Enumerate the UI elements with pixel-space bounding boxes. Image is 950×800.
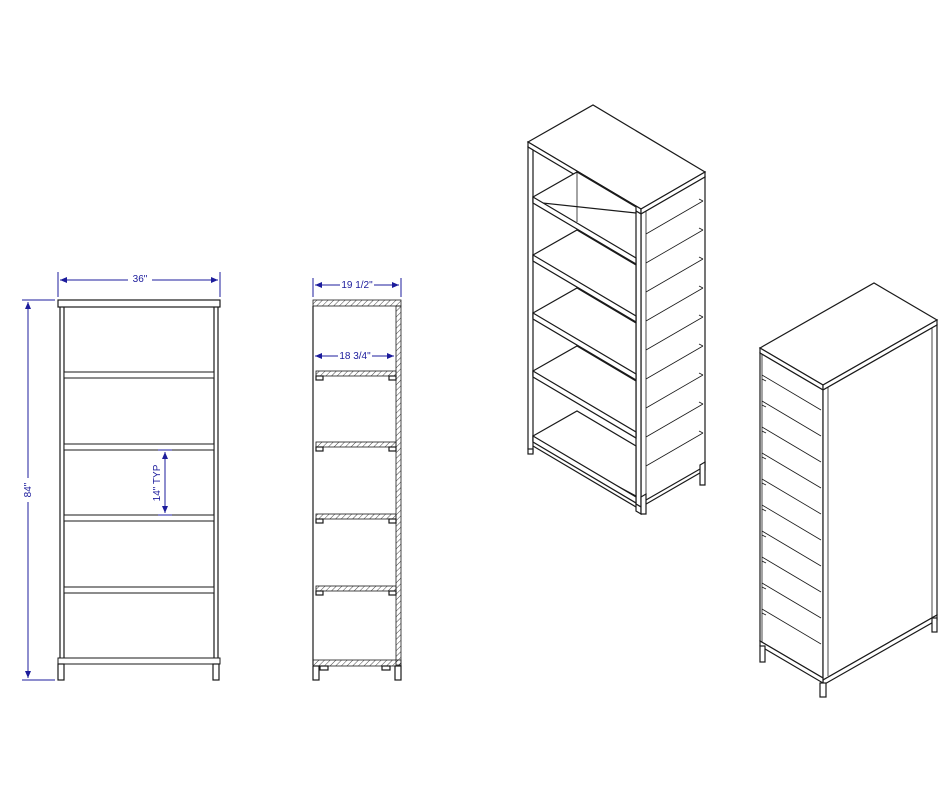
front-base bbox=[57, 657, 221, 665]
side-slats bbox=[645, 198, 704, 467]
side-depth-outer-dimension: 19 1/2" bbox=[312, 278, 402, 297]
iso-leg bbox=[527, 448, 534, 455]
shelf-spacing-dimension: 14" TYP bbox=[152, 449, 172, 516]
side-depth-inner-label: 18 3/4" bbox=[339, 351, 371, 362]
front-leg bbox=[57, 663, 65, 681]
side-back-panel bbox=[395, 305, 402, 666]
side-section: 19 1/2" 18 3/4" bbox=[312, 278, 402, 681]
front-width-dimension: 36" bbox=[57, 272, 221, 297]
height-label: 84" bbox=[23, 482, 34, 497]
isometric-view-back bbox=[758, 282, 939, 698]
front-width-label: 36" bbox=[133, 274, 148, 285]
front-shelf bbox=[63, 586, 215, 594]
side-leg bbox=[394, 665, 402, 681]
side-shelves bbox=[315, 370, 397, 596]
iso-back-leg bbox=[759, 645, 766, 663]
side-depth-inner-dimension: 18 3/4" bbox=[315, 349, 394, 362]
front-top-slab bbox=[57, 299, 221, 308]
back-slats bbox=[761, 374, 822, 645]
iso-leg bbox=[640, 492, 647, 515]
iso-shelves bbox=[532, 171, 637, 505]
side-depth-outer-label: 19 1/2" bbox=[341, 280, 373, 291]
front-shelf bbox=[63, 443, 215, 451]
iso-back-leg bbox=[819, 682, 827, 698]
height-dimension: 84" bbox=[22, 299, 55, 681]
front-shelf bbox=[63, 514, 215, 522]
front-elevation: 36" 84" 14" TYP bbox=[22, 272, 221, 681]
side-leg bbox=[312, 665, 320, 681]
iso-leg bbox=[699, 460, 706, 486]
iso-back-leg bbox=[931, 617, 938, 633]
front-shelf bbox=[63, 371, 215, 379]
side-top-slab bbox=[312, 299, 402, 307]
shelf-spacing-label: 14" TYP bbox=[152, 464, 163, 501]
side-base bbox=[312, 659, 402, 667]
front-leg bbox=[212, 663, 220, 681]
isometric-view-front bbox=[526, 104, 707, 516]
